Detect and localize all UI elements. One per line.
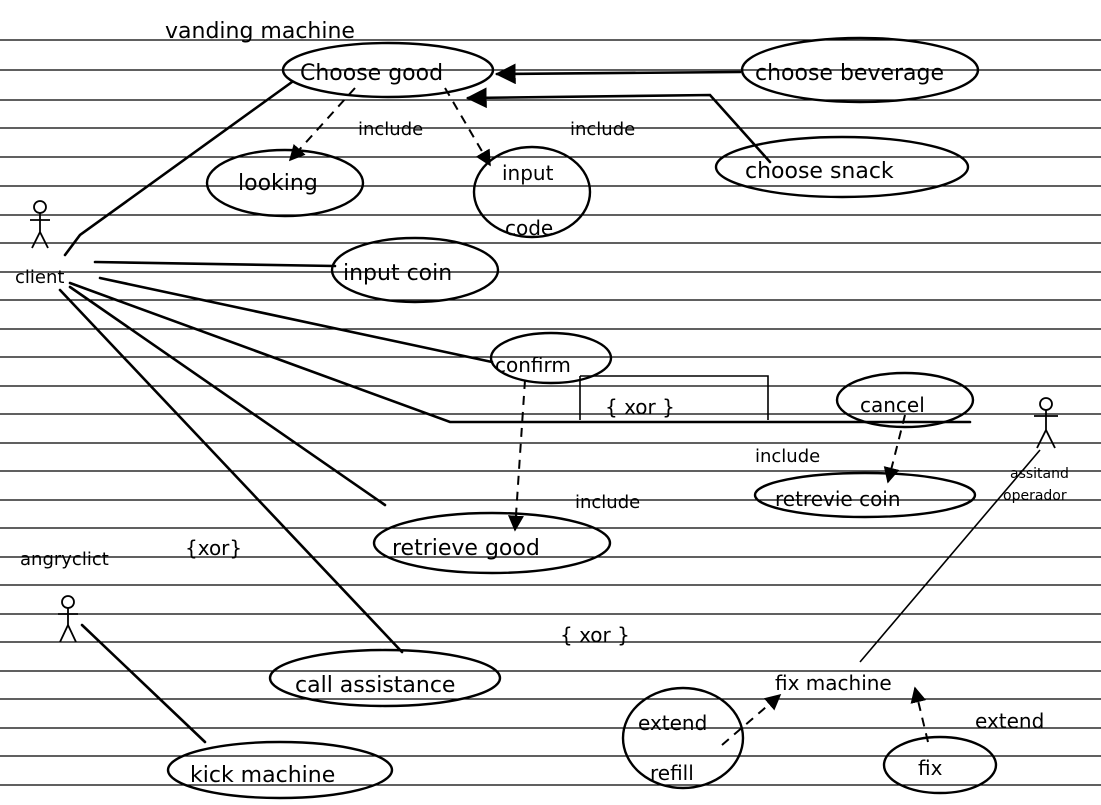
fix-ellipse xyxy=(882,735,998,795)
xor-label-3: { xor } xyxy=(560,623,630,647)
choose-beverage-ellipse xyxy=(740,36,980,104)
include-label-3: include xyxy=(755,446,820,467)
assistant-operator-label-line2: operador xyxy=(1003,488,1067,504)
cancel-label: cancel xyxy=(860,393,925,417)
extend-refill-label-line2: refill xyxy=(650,761,694,785)
extend-label: extend xyxy=(975,709,1044,733)
input-code-label-line2: code xyxy=(505,216,553,240)
extend-refill-label-line1: extend xyxy=(638,711,707,735)
angry-client-actor-icon xyxy=(58,595,78,643)
retrieve-coin-ellipse xyxy=(753,471,977,519)
input-code-ellipse xyxy=(472,145,592,239)
choose-good-label: Choose good xyxy=(300,61,443,86)
fix-label: fix xyxy=(918,756,943,780)
diagram-title: vanding machine xyxy=(165,19,355,44)
cancel-ellipse xyxy=(835,371,975,429)
fix-machine-label: fix machine xyxy=(775,671,892,695)
retrieve-good-label: retrieve good xyxy=(392,536,540,561)
include-label-1: include xyxy=(358,119,423,140)
kick-machine-label: kick machine xyxy=(190,763,335,788)
xor-label-2: {xor} xyxy=(185,536,242,560)
kick-machine-ellipse xyxy=(166,740,394,800)
choose-beverage-label: choose beverage xyxy=(755,61,944,86)
choose-snack-ellipse xyxy=(714,135,970,199)
looking-ellipse xyxy=(205,148,365,218)
association-lines xyxy=(58,63,1041,744)
assistant-operator-label-line1: assitand xyxy=(1010,466,1069,482)
retrieve-coin-label: retrevie coin xyxy=(775,487,901,511)
retrieve-good-ellipse xyxy=(372,511,612,575)
dependency-arrows xyxy=(288,87,929,746)
extend-refill-ellipse xyxy=(621,686,745,790)
choose-snack-label: choose snack xyxy=(745,159,894,184)
call-assistance-label: call assistance xyxy=(295,673,455,698)
confirm-label: confirm xyxy=(495,353,571,377)
client-label: client xyxy=(15,267,64,288)
input-coin-label: input coin xyxy=(343,261,452,286)
include-label-4: include xyxy=(575,492,640,513)
xor-label-1: { xor } xyxy=(605,395,675,419)
input-code-label-line1: input xyxy=(502,161,554,185)
include-label-2: include xyxy=(570,119,635,140)
looking-label: looking xyxy=(238,171,318,196)
call-assistance-ellipse xyxy=(268,648,502,708)
client-actor-icon xyxy=(30,200,50,249)
angry-client-label: angryclict xyxy=(20,549,109,570)
assistant-operator-actor-icon xyxy=(1034,397,1058,449)
input-coin-ellipse xyxy=(330,236,500,304)
confirm-ellipse xyxy=(489,331,613,385)
ruled-lines xyxy=(0,39,1101,786)
choose-good-ellipse xyxy=(281,41,495,99)
